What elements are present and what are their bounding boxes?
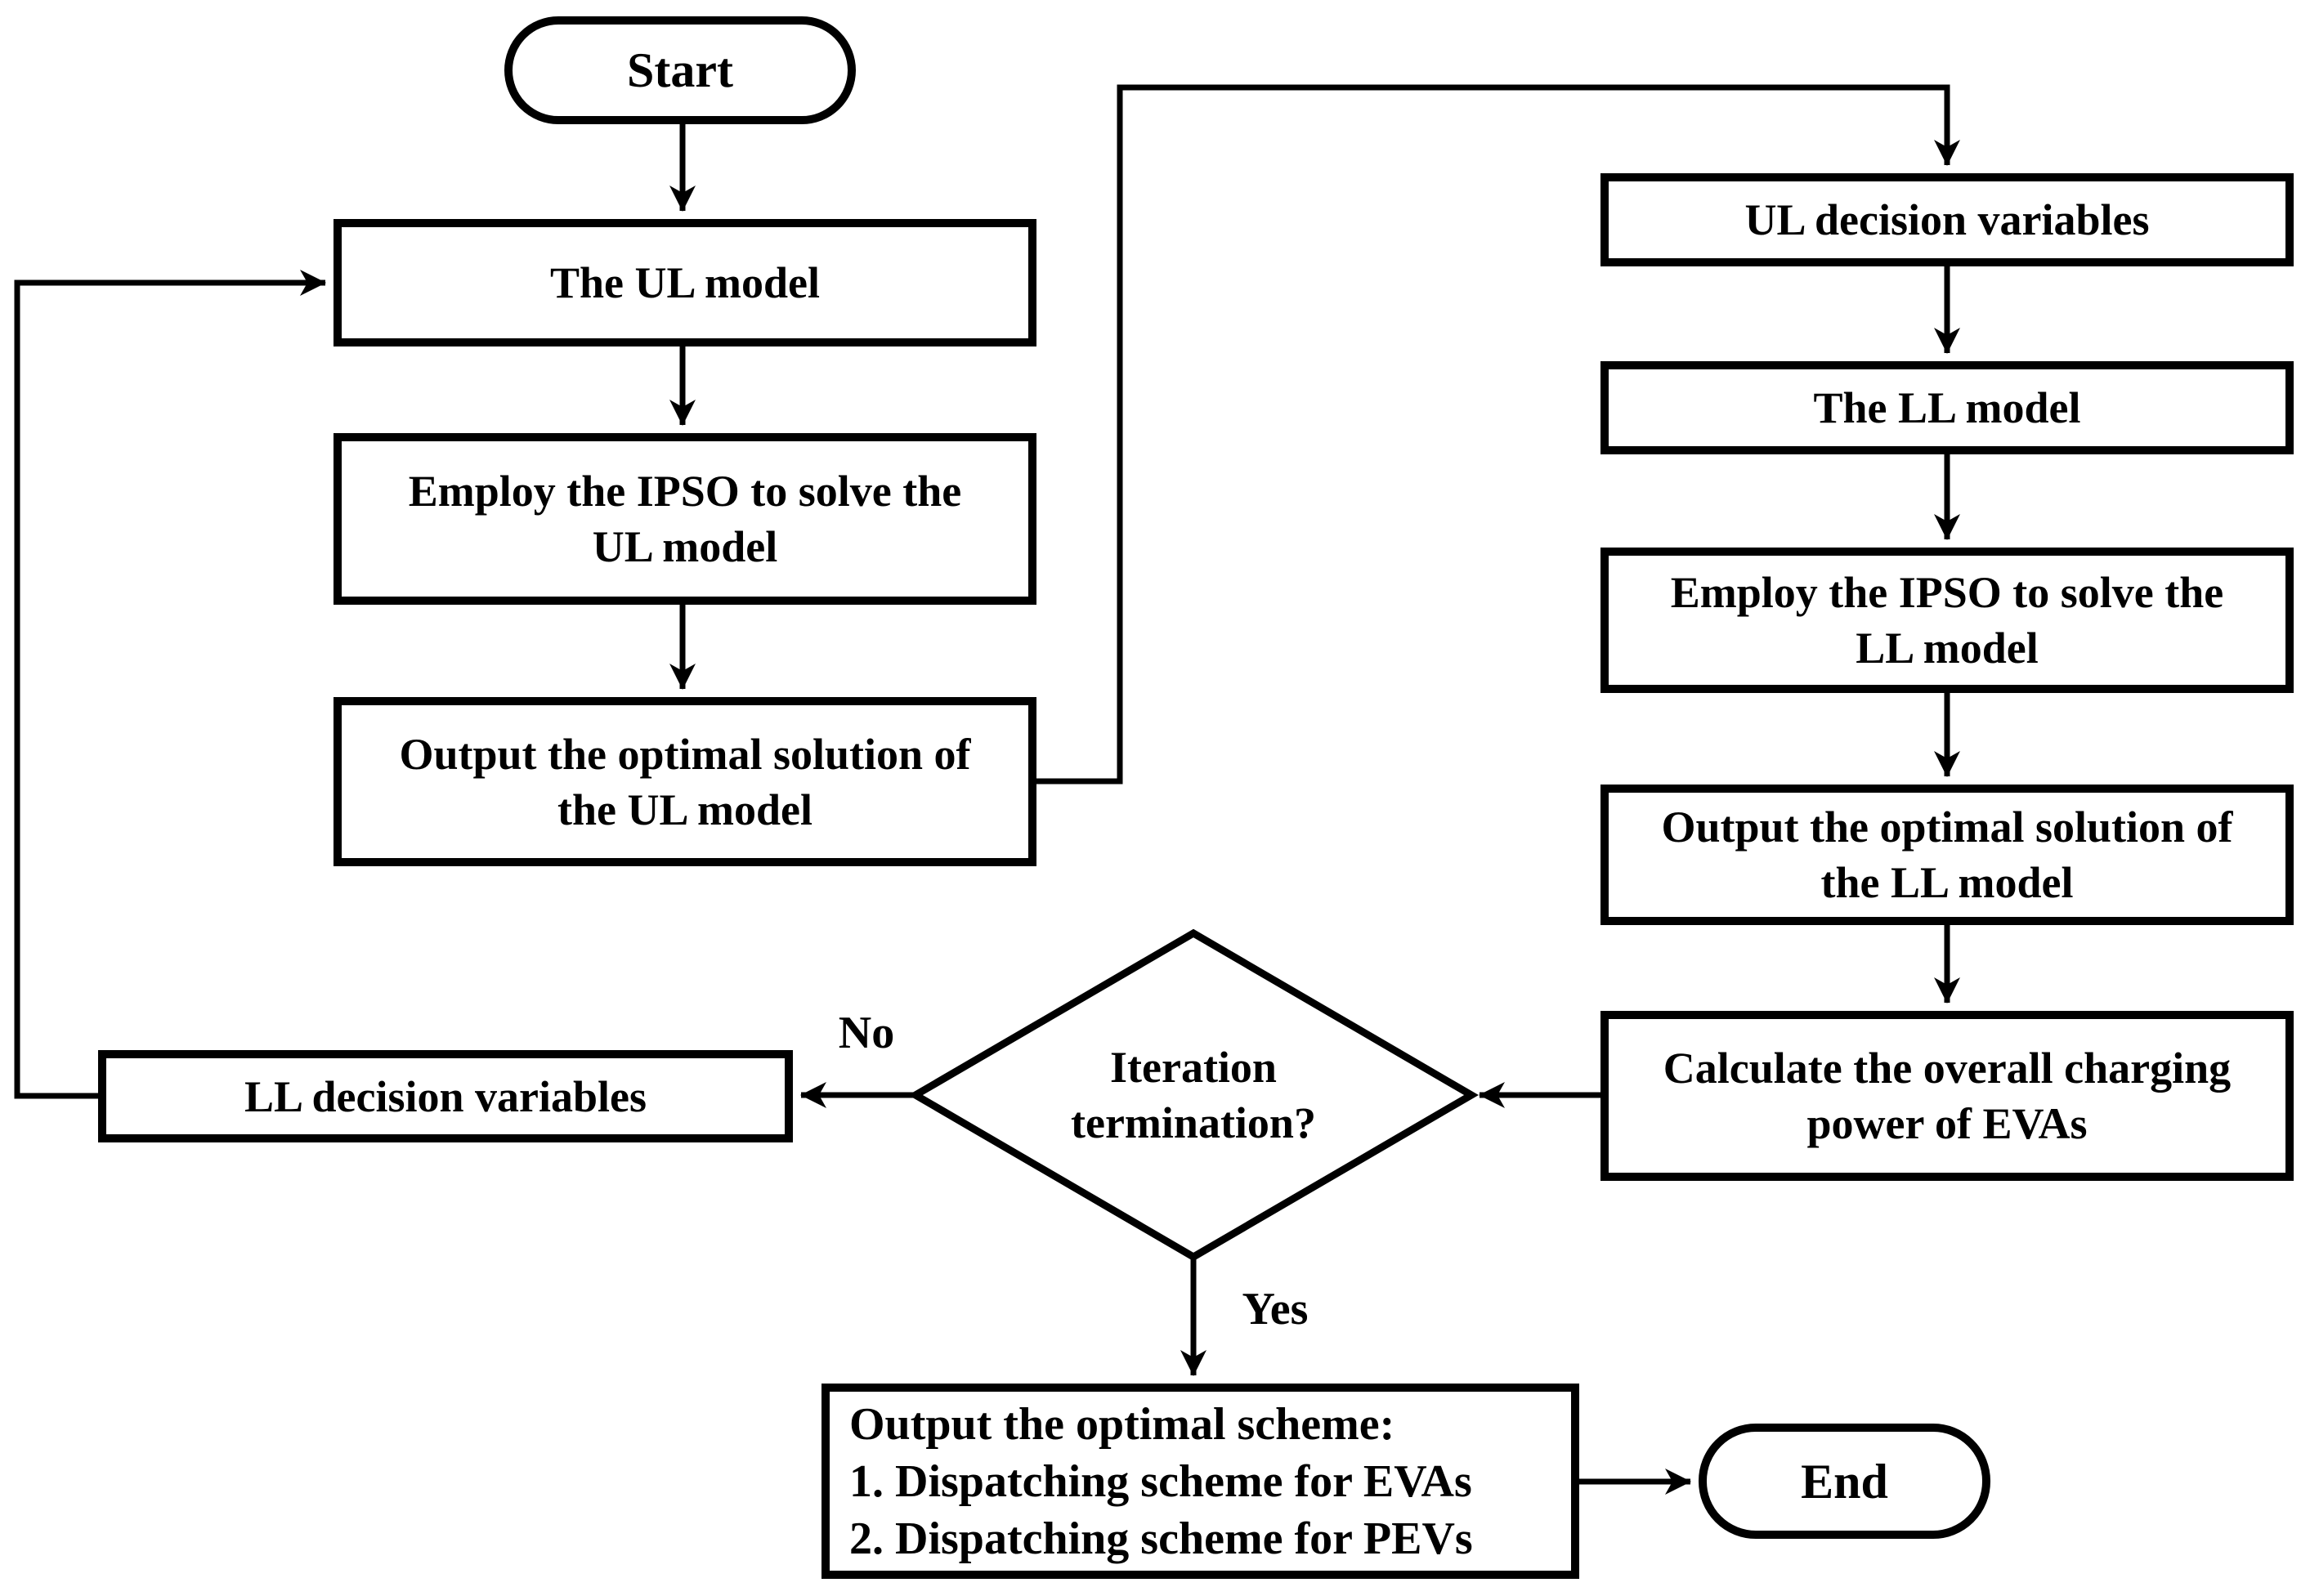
output-ul-label-line1: Output the optimal solution of [399,729,971,779]
start-node: Start [504,16,856,124]
ul-model-node: The UL model [334,219,1036,346]
ipso-ul-label-line1: Employ the IPSO to solve the [408,467,962,516]
output-ll-label-line1: Output the optimal solution of [1661,802,2233,852]
ipso-ll-node: Employ the IPSO to solve the LL model [1600,548,2294,693]
ul-decision-variables-label: UL decision variables [1744,195,2150,244]
ipso-ll-label-line2: LL model [1856,624,2039,673]
edge-output-ul-to-ul-decision [1036,84,1960,785]
end-label: End [1801,1454,1888,1509]
ll-decision-variables-node: LL decision variables [98,1050,793,1142]
calc-charging-power-label-line1: Calculate the overall charging [1663,1044,2232,1093]
output-ll-node: Output the optimal solution of the LL mo… [1600,785,2294,925]
output-scheme-label-line1: Output the optimal scheme: [849,1398,1395,1450]
calc-charging-power-node: Calculate the overall charging power of … [1600,1011,2294,1181]
ipso-ll-label-line1: Employ the IPSO to solve the [1670,568,2224,617]
output-scheme-label-line2: 1. Dispatching scheme for EVAs [849,1455,1472,1507]
ll-model-node: The LL model [1600,361,2294,454]
iteration-termination-label-line1: Iteration [1110,1043,1277,1092]
output-ll-label-line2: the LL model [1820,858,2074,907]
ll-model-label: The LL model [1813,383,2081,432]
iteration-termination-label: Iteration termination? [1030,1039,1357,1151]
ipso-ul-label-line2: UL model [592,522,778,571]
ul-model-label: The UL model [549,258,821,307]
end-node: End [1699,1424,1990,1539]
ipso-ul-node: Employ the IPSO to solve the UL model [334,433,1036,605]
edge-ll-decision-loop-to-ul-model [14,270,326,1099]
start-label: Start [627,43,733,97]
output-optimal-scheme-node: Output the optimal scheme: 1. Dispatchin… [821,1384,1579,1579]
output-ul-node: Output the optimal solution of the UL mo… [334,697,1036,866]
iteration-termination-label-line2: termination? [1071,1098,1316,1147]
ul-decision-variables-node: UL decision variables [1600,173,2294,266]
no-branch-label: No [838,1008,895,1058]
yes-branch-label: Yes [1242,1284,1309,1334]
output-scheme-label-line3: 2. Dispatching scheme for PEVs [849,1513,1473,1564]
decision-diamond [908,928,1479,1262]
calc-charging-power-label-line2: power of EVAs [1806,1099,2088,1148]
output-ul-label-line2: the UL model [557,785,813,834]
ll-decision-variables-label: LL decision variables [244,1071,647,1121]
